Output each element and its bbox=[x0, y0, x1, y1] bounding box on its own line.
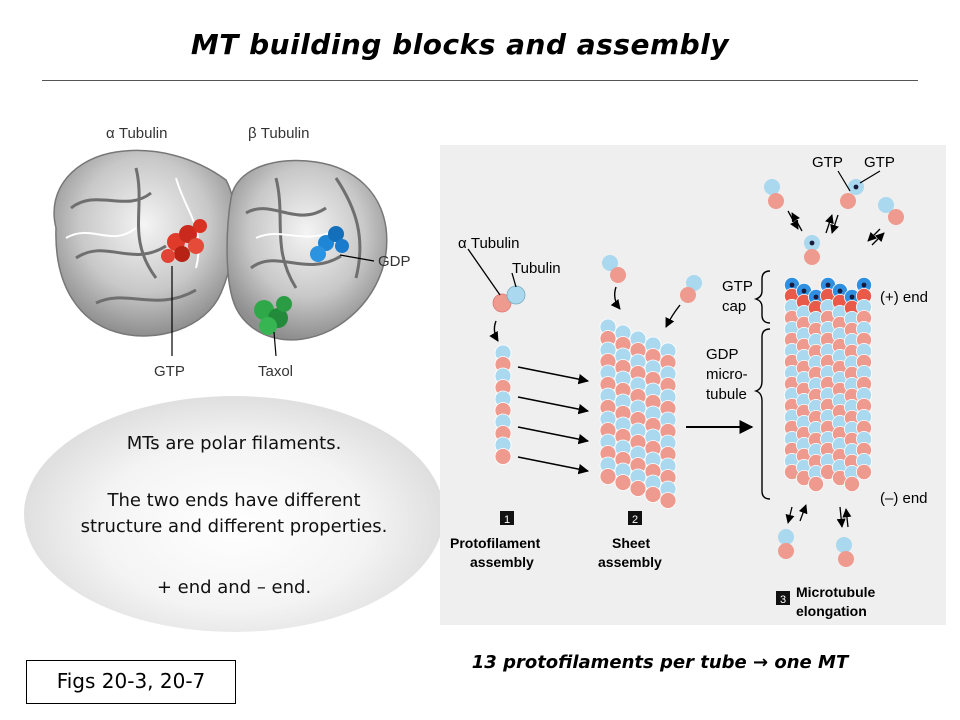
protofilament-sheet bbox=[599, 318, 677, 509]
alpha-subunit bbox=[843, 475, 860, 492]
step-1-number: 1 bbox=[504, 514, 510, 526]
gtp-dot bbox=[813, 294, 819, 300]
step-1-badge bbox=[500, 511, 514, 525]
microtubule bbox=[783, 276, 872, 492]
title-divider bbox=[42, 80, 918, 81]
gtp-cap-bracket bbox=[753, 270, 771, 324]
note-line-2: The two ends have different bbox=[107, 490, 361, 511]
alpha-subunit bbox=[614, 474, 632, 491]
microtubule-assembly-diagram: α Tubulin Tubulin GTP G bbox=[440, 145, 946, 625]
step-3-badge bbox=[776, 591, 790, 605]
gdp-microtubule-bracket bbox=[753, 328, 771, 500]
protofilament bbox=[494, 344, 512, 465]
note-ellipse bbox=[24, 396, 444, 632]
exchanging-dimers-bottom bbox=[778, 504, 854, 567]
gdp-site bbox=[310, 226, 349, 262]
plus-end-label: (+) end bbox=[880, 289, 928, 306]
assembly-arrows bbox=[489, 286, 754, 475]
step-1-line-1: Protofilament bbox=[450, 535, 541, 551]
step-3-line-2: elongation bbox=[796, 603, 867, 619]
gdp-line-3: tubule bbox=[706, 386, 747, 403]
alpha-subunit bbox=[494, 448, 512, 465]
exchange-arrows-top bbox=[787, 210, 885, 246]
figure-reference-box: Figs 20-3, 20-7 bbox=[26, 660, 236, 704]
alpha-subunit bbox=[659, 492, 677, 509]
beta-tubulin-label: β Tubulin bbox=[248, 125, 309, 142]
alpha-tubulin-ribbon bbox=[53, 149, 236, 337]
note-line-4: + end and – end. bbox=[156, 577, 312, 598]
gtp-dot bbox=[849, 294, 855, 300]
gtp-dot bbox=[801, 288, 807, 294]
figure-caption: 13 protofilaments per tube → one MT bbox=[471, 652, 849, 673]
alpha-label: α Tubulin bbox=[458, 235, 519, 252]
taxol-site bbox=[254, 296, 292, 335]
slide-title: MT building blocks and assembly bbox=[190, 28, 730, 61]
beta-label: Tubulin bbox=[512, 260, 561, 277]
gtp-dot bbox=[789, 282, 795, 288]
step-1-line-2: assembly bbox=[470, 554, 534, 570]
alpha-subunit bbox=[629, 480, 647, 497]
beta-tubulin-ribbon bbox=[226, 159, 388, 341]
exchanging-dimers-top bbox=[764, 179, 904, 265]
minus-end-label: (–) end bbox=[880, 490, 928, 507]
gtp-site bbox=[161, 219, 207, 263]
gdp-line-1: GDP bbox=[706, 346, 739, 363]
gtp-label: GTP bbox=[154, 363, 185, 380]
alpha-subunit bbox=[644, 486, 662, 503]
gtp-dot bbox=[837, 288, 843, 294]
gtp-dot bbox=[861, 282, 867, 288]
step-2-line-2: assembly bbox=[598, 554, 662, 570]
step-2-line-1: Sheet bbox=[612, 535, 650, 551]
tubulin-dimer-structure: α Tubulin β Tubulin GDP GTP Taxol bbox=[53, 125, 411, 380]
step-2-number: 2 bbox=[632, 514, 638, 526]
alpha-subunit bbox=[599, 468, 617, 485]
gtp-cap-line-2: cap bbox=[722, 298, 746, 315]
taxol-label: Taxol bbox=[258, 363, 293, 380]
step-2-badge bbox=[628, 511, 642, 525]
gtp-label-2: GTP bbox=[864, 154, 895, 171]
gtp-label-1: GTP bbox=[812, 154, 843, 171]
note-line-3: structure and different properties. bbox=[80, 516, 388, 537]
gdp-line-2: micro- bbox=[706, 366, 748, 383]
alpha-subunit bbox=[807, 475, 824, 492]
incoming-dimers bbox=[602, 255, 702, 303]
gtp-dot bbox=[825, 282, 831, 288]
alpha-subunit bbox=[855, 463, 872, 480]
alpha-tubulin-label: α Tubulin bbox=[106, 125, 167, 142]
step-3-line-1: Microtubule bbox=[796, 584, 876, 600]
gdp-label: GDP bbox=[378, 253, 411, 270]
gtp-cap-line-1: GTP bbox=[722, 278, 753, 295]
note-line-1: MTs are polar filaments. bbox=[126, 433, 342, 454]
step-3-number: 3 bbox=[780, 594, 786, 606]
